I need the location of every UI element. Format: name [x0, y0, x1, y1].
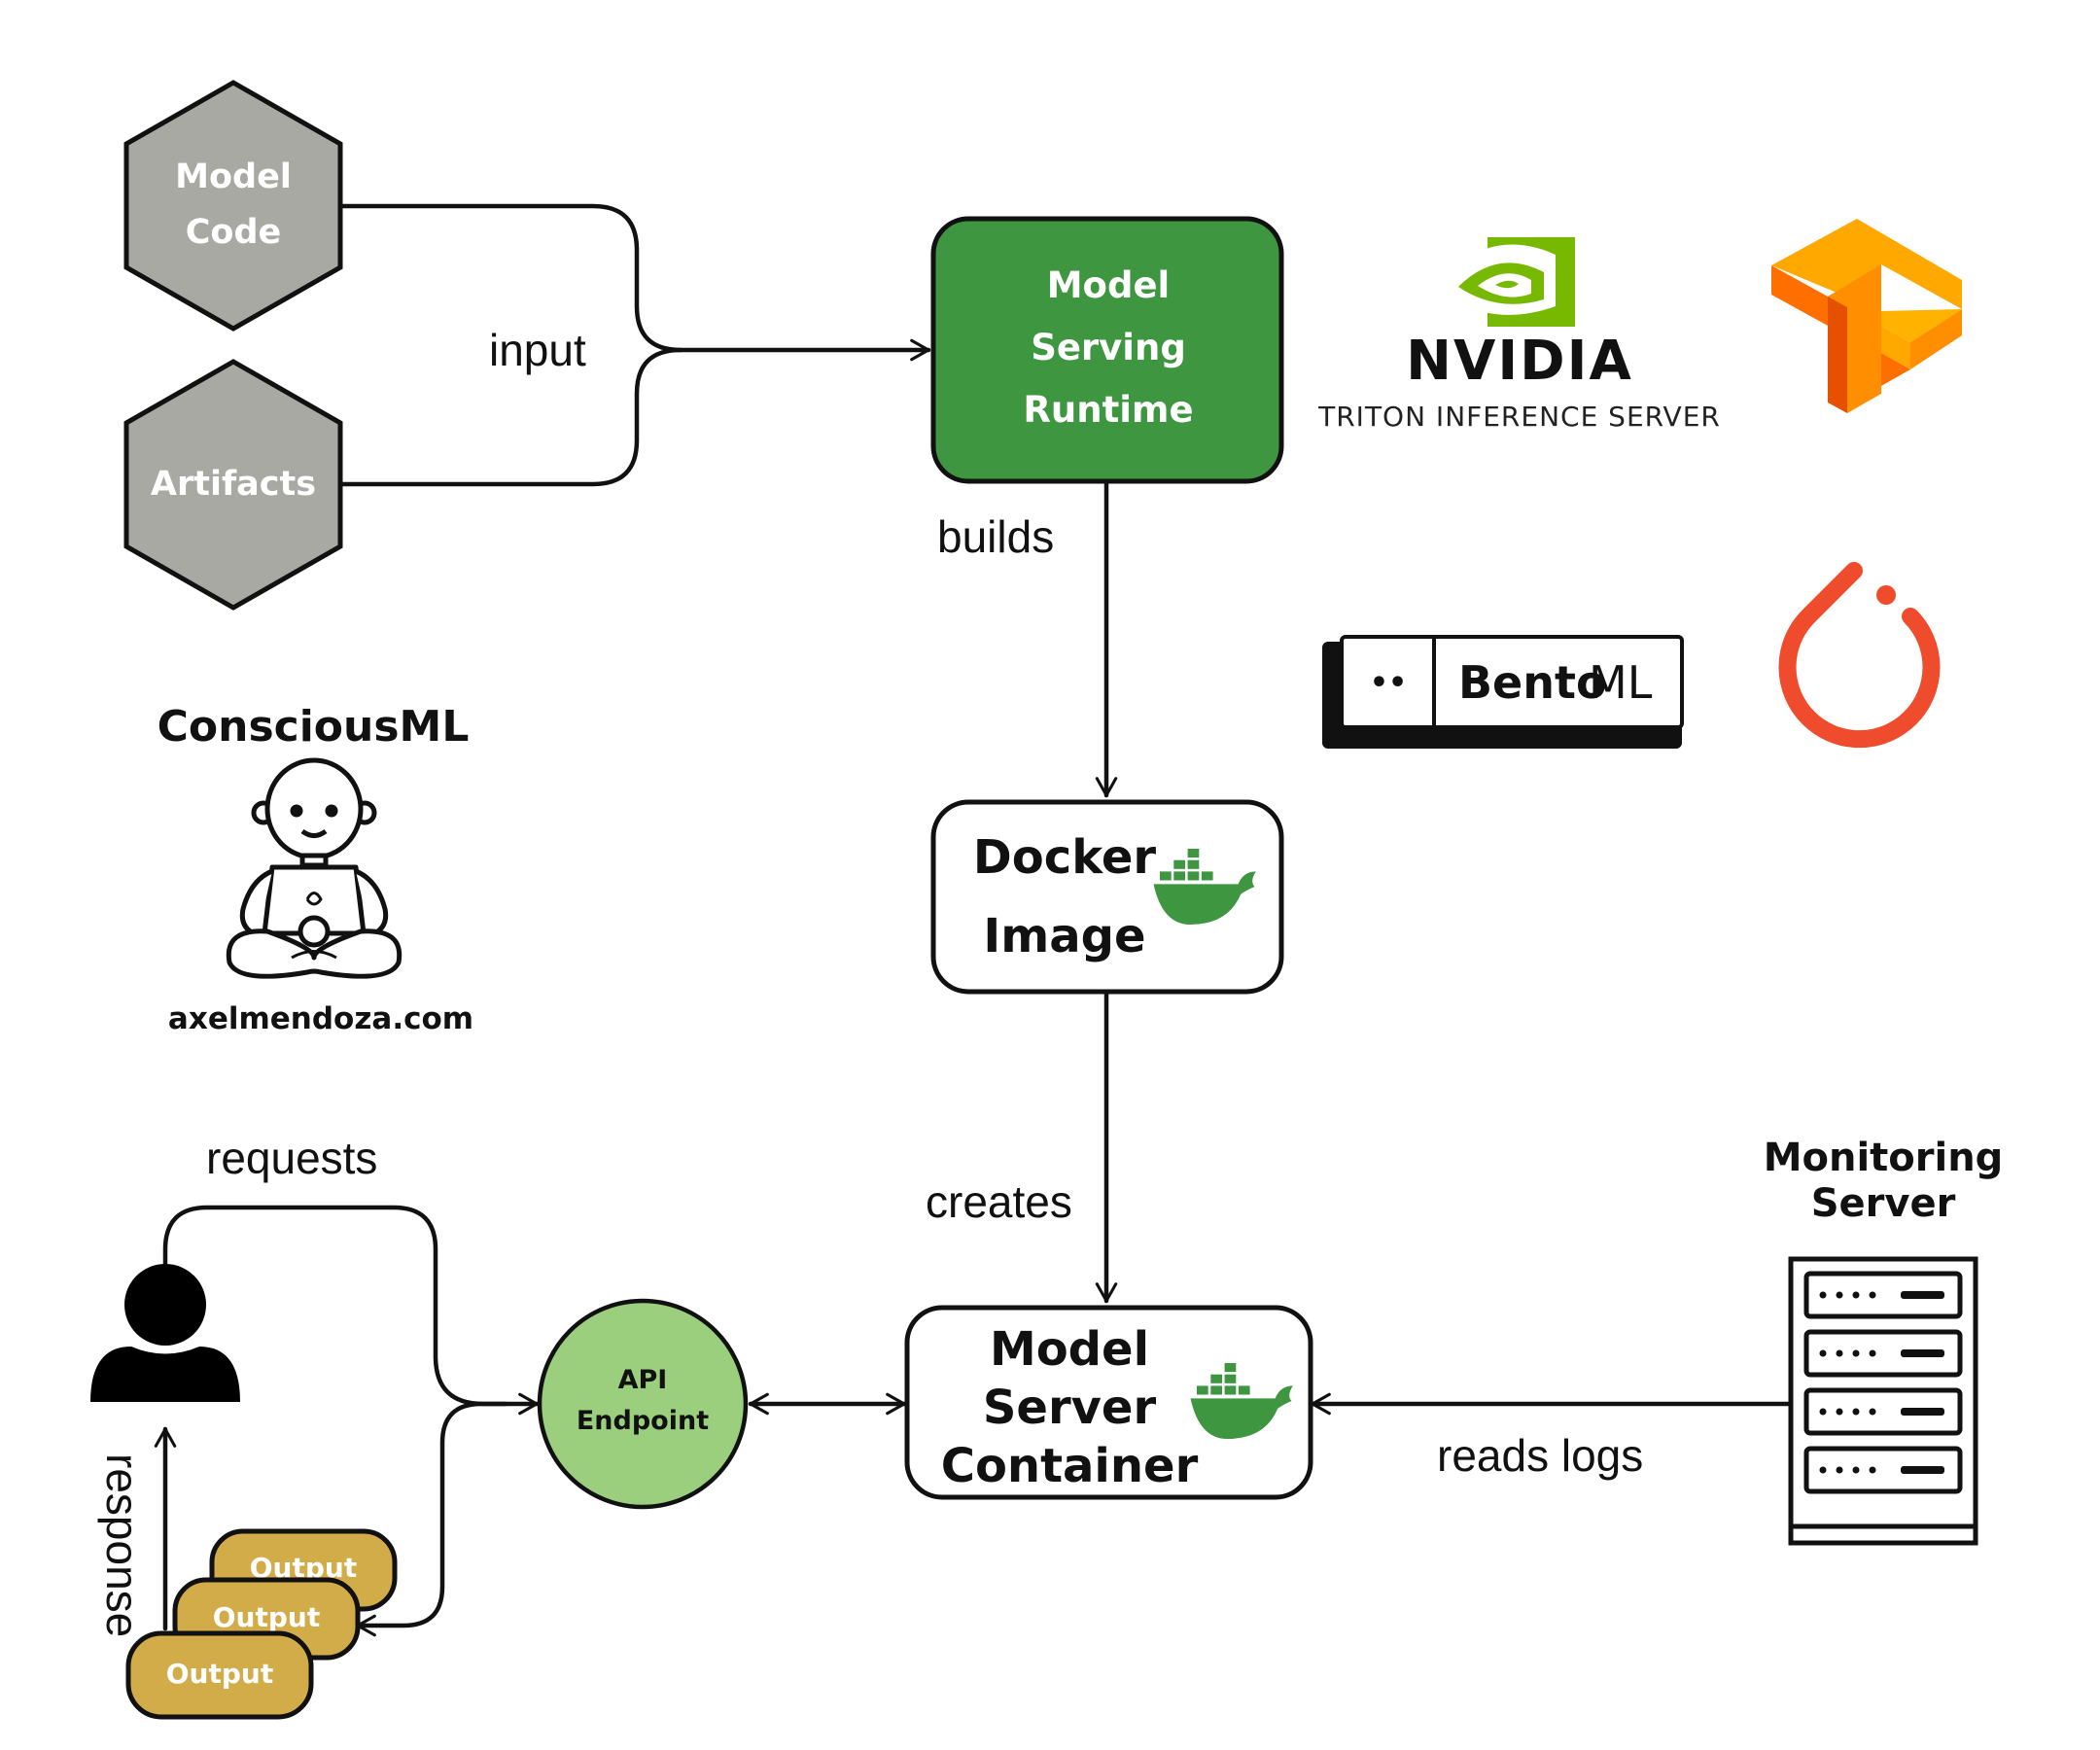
monitoring-label-1: Monitoring [1764, 1136, 2004, 1180]
model-serving-runtime-node: Model Serving Runtime [930, 216, 1284, 484]
docker-image-label-1: Docker [973, 830, 1156, 885]
runtime-label-1: Model [1047, 264, 1171, 306]
bentoml-dots: •• [1370, 666, 1407, 700]
api-label-1: API [618, 1365, 668, 1395]
model-code-label-1: Model [175, 158, 292, 196]
tensorflow-icon [1771, 219, 1962, 413]
runtime-label-2: Serving [1031, 327, 1186, 368]
monitoring-label-2: Server [1811, 1181, 1956, 1226]
robot-mascot-icon [226, 757, 402, 979]
model-server-label-2: Server [983, 1381, 1157, 1435]
user-icon [90, 1264, 240, 1402]
bentoml-icon: •• Bento ML [1322, 635, 1684, 749]
api-label-2: Endpoint [577, 1406, 709, 1436]
pytorch-icon [1778, 562, 1941, 749]
model-server-container-node: Model Server Container [904, 1305, 1313, 1500]
brand-website: axelmendoza.com [168, 1001, 473, 1036]
output-label-2: Output [213, 1601, 320, 1633]
edge-label-response: response [97, 1453, 148, 1637]
connectors [154, 203, 1792, 1637]
model-server-label-3: Container [941, 1439, 1199, 1493]
edge-api-outputs-arrow [355, 1401, 508, 1637]
edge-label-creates: creates [926, 1176, 1072, 1227]
artifacts-label: Artifacts [151, 465, 316, 504]
edge-model-code [337, 203, 683, 353]
edge-requests-arrow [162, 1205, 540, 1416]
model-server-label-1: Model [990, 1322, 1149, 1377]
nvidia-triton-logo: NVIDIA TRITON INFERENCE SERVER [1317, 237, 1721, 433]
runtime-label-3: Runtime [1023, 389, 1193, 431]
server-rack-icon [1788, 1256, 1978, 1546]
docker-image-node: Docker Image [930, 799, 1284, 995]
model-code-label-2: Code [186, 213, 282, 252]
monitoring-server-node: Monitoring Server [1764, 1136, 2004, 1546]
docker-whale-icon [1190, 1363, 1293, 1439]
nvidia-wordmark: NVIDIA [1406, 330, 1633, 393]
edge-label-builds: builds [937, 511, 1054, 562]
edge-label-reads-logs: reads logs [1437, 1430, 1643, 1481]
edge-artifacts [337, 347, 683, 487]
edge-label-requests: requests [206, 1133, 377, 1183]
model-code-node: Model Code [123, 80, 343, 332]
output-stack: Output Output Output [125, 1528, 398, 1720]
bentoml-bold-text: Bento [1458, 656, 1607, 709]
triton-label: TRITON INFERENCE SERVER [1317, 401, 1721, 433]
output-card-front: Output [125, 1630, 314, 1720]
api-endpoint-node: API Endpoint [537, 1298, 749, 1510]
consciousml-branding: ConsciousML axelmendoza.com [158, 702, 473, 1036]
bentoml-light-text: ML [1589, 656, 1653, 709]
nvidia-eye-icon [1434, 237, 1575, 327]
docker-image-label-2: Image [983, 909, 1145, 963]
brand-title: ConsciousML [158, 702, 470, 752]
edge-label-input: input [489, 325, 586, 375]
docker-whale-icon [1153, 849, 1256, 925]
artifacts-node: Artifacts [123, 359, 343, 611]
output-label-3: Output [166, 1658, 273, 1690]
